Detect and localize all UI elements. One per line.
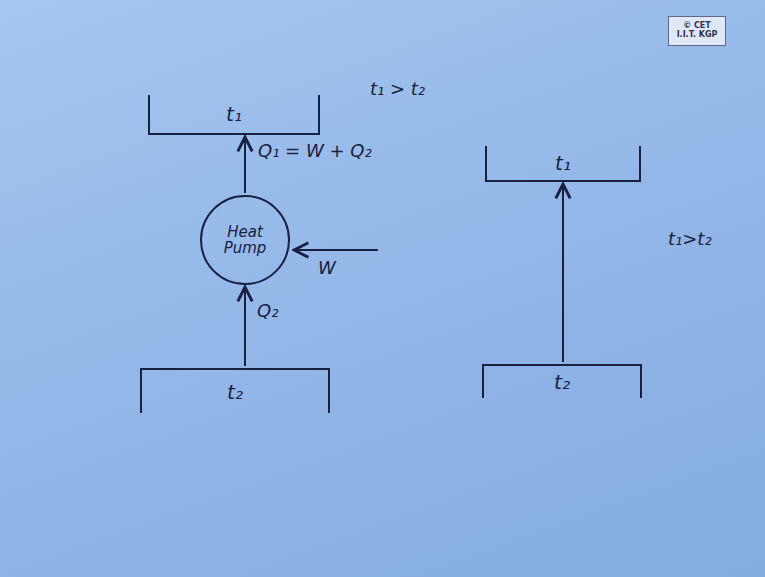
node-text: I.I.T. KGP xyxy=(677,31,718,40)
heat-flow-arrow xyxy=(244,287,246,366)
work-label: W xyxy=(318,257,336,278)
logo-box: © CETI.I.T. KGP xyxy=(668,16,726,46)
heat-pump-circle: Heat Pump xyxy=(200,195,290,285)
cold-reservoir: t₂ xyxy=(140,368,330,413)
condition-note: t₁>t₂ xyxy=(668,228,712,249)
node-text: © CET xyxy=(683,22,711,31)
heat-label: Q₁ = W + Q₂ xyxy=(258,140,372,161)
heat-flow-arrow xyxy=(244,137,246,193)
hot-reservoir: t₁ xyxy=(485,146,641,182)
work-input-arrow xyxy=(294,249,378,251)
node-text: t₂ xyxy=(227,381,243,403)
condition-note: t₁ > t₂ xyxy=(370,78,425,99)
hot-reservoir: t₁ xyxy=(148,95,320,135)
node-text: t₁ xyxy=(555,152,571,174)
heat-flow-arrow xyxy=(562,184,564,362)
node-text: t₂ xyxy=(554,371,570,393)
heat-label: Q₂ xyxy=(257,300,278,321)
node-text: Heat Pump xyxy=(214,224,276,257)
cold-reservoir: t₂ xyxy=(482,364,642,398)
node-text: t₁ xyxy=(226,103,242,125)
